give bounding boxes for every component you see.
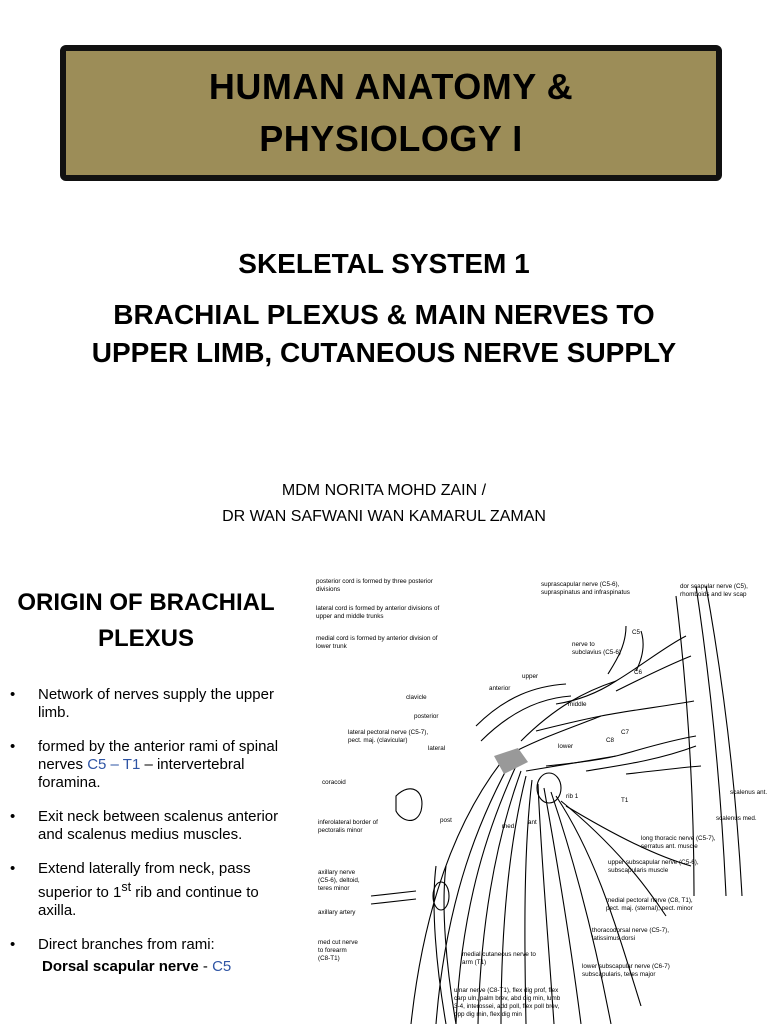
bullet-dot: • [10, 686, 16, 703]
spinal-range: C5 – T1 [87, 756, 141, 773]
label-lateral-pectoral: lateral pectoral nerve (C5-7), [348, 729, 428, 736]
title-box: HUMAN ANATOMY & PHYSIOLOGY I [60, 45, 722, 181]
label-nerve-to: nerve to [572, 641, 595, 648]
label-medial-cut-arm: medial cutaneous nerve to [462, 951, 536, 958]
sub-item: Dorsal scapular nerve - C5 [4, 958, 294, 976]
label-inferolateral: inferolateral border of [318, 819, 378, 826]
label-suprascapular: suprascapular nerve (C5-6), [541, 581, 620, 588]
label-posterior-cord: posterior cord is formed by three poster… [316, 578, 433, 585]
title-line-2: PHYSIOLOGY I [259, 118, 523, 159]
bullet-dot: • [10, 936, 16, 953]
label-lateral-pectoral: pect. maj. (clavicular) [348, 737, 408, 744]
label-anterior: anterior [489, 685, 510, 692]
bullet-text: rib and continue to axilla. [38, 884, 259, 919]
bullet-dot: • [10, 738, 16, 755]
label-lateral-cord: lateral cord is formed by anterior divis… [316, 605, 439, 612]
label-med-cut: to forearm [318, 947, 347, 954]
label-posterior-cord: divisions [316, 586, 340, 593]
bullet-text: Network of nerves supply the upper limb. [38, 686, 274, 721]
label-inferolateral: pectoralis minor [318, 827, 362, 834]
superscript: st [121, 880, 132, 894]
bullet-item: • Network of nerves supply the upper lim… [4, 686, 294, 722]
label-scalenus-med: scalenus med. [716, 815, 757, 822]
label-axillary-nerve: axillary nerve [318, 869, 356, 876]
label-ulnar: opp dig min, flex dig min [454, 1011, 522, 1018]
nerve-name: Dorsal scapular nerve [42, 958, 199, 975]
label-ulnar: ulnar nerve (C8-T1), flex dig prof, flex [454, 987, 559, 994]
label-long-thoracic: serratus ant. muscle [641, 843, 698, 850]
label-subclavius: subclavius (C5-6) [572, 649, 621, 656]
label-medial-cord: medial cord is formed by anterior divisi… [316, 635, 438, 642]
label-upper-subscap: subscapularis muscle [608, 867, 669, 874]
label-c5: C5 [632, 629, 641, 636]
title-line-1: HUMAN ANATOMY & [208, 66, 574, 107]
label-medial-pectoral: pect. maj. (sternal), pect. minor [606, 905, 693, 912]
bullet-text: Exit neck between scalenus anterior and … [38, 808, 279, 843]
bullet-list: • Network of nerves supply the upper lim… [4, 686, 294, 992]
bullet-item: • formed by the anterior rami of spinal … [4, 738, 294, 792]
subtitle-line-2: BRACHIAL PLEXUS & MAIN NERVES TO UPPER L… [91, 299, 677, 368]
bullet-item: • Direct branches from rami: Dorsal scap… [4, 936, 294, 976]
label-ant: ant [528, 819, 537, 826]
label-axillary-nerve: (C5-6), deltoid, [318, 877, 360, 884]
brachial-plexus-diagram: posterior cord is formed by three poster… [316, 578, 767, 1024]
subtitle-line-1: SKELETAL SYSTEM 1 [238, 248, 530, 279]
author-line-1: MDM NORITA MOHD ZAIN / [281, 482, 487, 499]
bullet-text: Extend laterally from neck, pass superio… [38, 860, 251, 901]
label-dor-scapular: dor scapular nerve (C5), [680, 583, 748, 590]
label-ulnar: carp uln, palm brev, abd dig min, lumb [454, 995, 561, 1002]
bullet-dot: • [10, 808, 16, 825]
label-upper-subscap: upper subscapular nerve (C5-6), [608, 859, 699, 866]
bullet-text: – intervertebral foramina. [38, 756, 245, 791]
label-scalenus-ant: scalenus ant. [730, 789, 767, 796]
label-clavicle: clavicle [406, 694, 427, 701]
label-medial-pectoral: medial pectoral nerve (C8, T1), [606, 897, 693, 904]
bullet-dot: • [10, 860, 16, 877]
author-line-2: DR WAN SAFWANI WAN KAMARUL ZAMAN [222, 508, 546, 525]
label-suprascapular: supraspinatus and infraspinatus [541, 589, 630, 596]
label-med: med [502, 823, 515, 830]
label-lateral: lateral [428, 745, 445, 752]
bullet-text: formed by the anterior rami of spinal ne… [38, 738, 279, 773]
label-c7: C7 [621, 729, 630, 736]
nerve-root: C5 [212, 958, 232, 975]
label-t1: T1 [621, 797, 629, 804]
label-lower: lower [558, 743, 573, 750]
label-axillary-artery: axillary artery [318, 909, 356, 916]
bullet-item: • Extend laterally from neck, pass super… [4, 860, 294, 920]
label-medial-cut-arm: arm (T1) [462, 959, 486, 966]
bullet-item: • Exit neck between scalenus anterior an… [4, 808, 294, 844]
section-title: ORIGIN OF BRACHIAL PLEXUS [17, 589, 275, 652]
label-medial-cord: lower trunk [316, 643, 348, 650]
label-long-thoracic: long thoracic nerve (C5-7), [641, 835, 716, 842]
label-c6: C6 [634, 669, 643, 676]
label-post: post [440, 817, 452, 824]
label-med-cut: (C8-T1) [318, 955, 340, 962]
label-rib1: rib 1 [566, 793, 579, 800]
bullet-text: Direct branches from rami: [38, 936, 215, 953]
label-middle: middle [568, 701, 587, 708]
label-ulnar: 3-4, interossei, add poll, flex poll bre… [454, 1003, 559, 1010]
label-coracoid: coracoid [322, 779, 346, 786]
label-med-cut: med cut nerve [318, 939, 358, 946]
label-posterior: posterior [414, 713, 439, 720]
label-thoracodorsal: latissimus dorsi [592, 935, 635, 942]
label-dor-scapular: rhomboids and lev scap [680, 591, 747, 598]
label-lower-subscap: subscapularis, teres major [582, 971, 656, 978]
authors: MDM NORITA MOHD ZAIN / DR WAN SAFWANI WA… [0, 478, 768, 530]
label-lateral-cord: upper and middle trunks [316, 613, 384, 620]
dash: - [198, 958, 213, 975]
label-lower-subscap: lower subscapular nerve (C6-7) [582, 963, 670, 970]
label-c8: C8 [606, 737, 615, 744]
label-axillary-nerve: teres minor [318, 885, 350, 892]
label-thoracodorsal: thoracodorsal nerve (C5-7), [592, 927, 669, 934]
label-upper: upper [522, 673, 538, 680]
